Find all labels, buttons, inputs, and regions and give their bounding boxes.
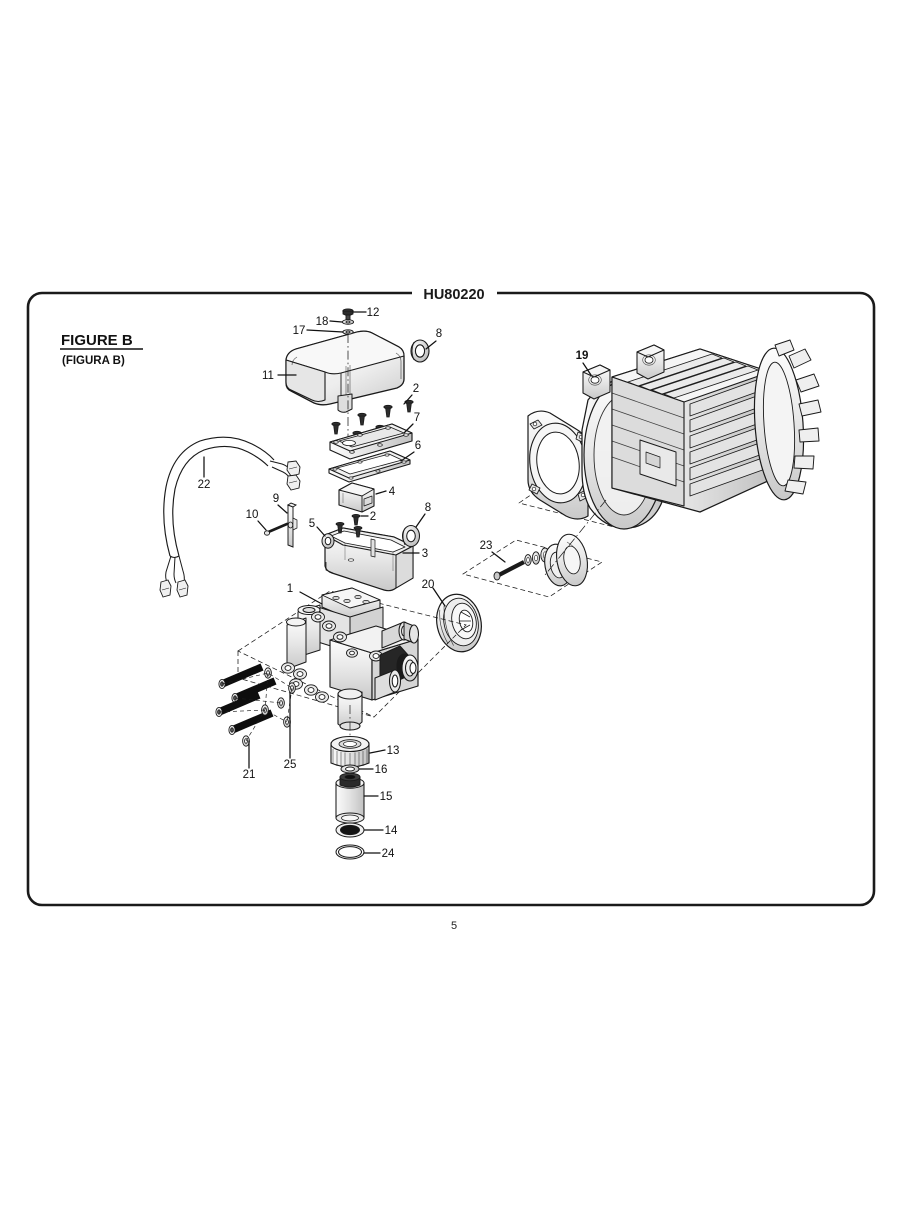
callout-5: 5 — [309, 518, 315, 530]
part-small-grommet — [321, 533, 335, 549]
callout-8a: 8 — [436, 328, 442, 340]
callout-2b: 2 — [370, 511, 376, 523]
part-shaft-hub-kit — [462, 533, 603, 598]
callout-23: 23 — [480, 540, 493, 552]
callout-11: 11 — [262, 370, 274, 382]
part-filter-cartridge — [335, 772, 365, 824]
callout-22: 22 — [198, 479, 211, 491]
callout-20: 20 — [422, 579, 435, 591]
callout-15: 15 — [380, 791, 393, 803]
callout-6: 6 — [415, 440, 421, 452]
callout-8b: 8 — [425, 502, 431, 514]
part-bushing-lower — [401, 524, 421, 548]
figure-frame — [26, 291, 876, 907]
part-filter-washer — [340, 764, 360, 774]
callout-2a: 2 — [413, 383, 419, 395]
page-number: 5 — [451, 920, 457, 932]
part-cover-plate — [329, 423, 413, 460]
callout-10: 10 — [246, 509, 259, 521]
part-long-bolts — [215, 663, 277, 736]
callout-25: 25 — [284, 759, 297, 771]
callout-12: 12 — [367, 307, 380, 319]
callout-14: 14 — [385, 825, 398, 837]
part-motor-cover — [285, 330, 405, 413]
part-o-ring-light — [335, 844, 365, 860]
part-pump-manifold — [281, 587, 420, 731]
part-filter-cap — [330, 735, 370, 768]
part-clip-bracket — [286, 502, 298, 548]
callout-21: 21 — [243, 769, 256, 781]
part-o-ring-dark — [335, 822, 365, 838]
callout-16: 16 — [375, 764, 388, 776]
callout-19: 19 — [576, 350, 589, 362]
callout-4: 4 — [389, 486, 396, 498]
figure-subtitle: (FIGURA B) — [62, 355, 125, 367]
part-pin — [263, 522, 289, 536]
figure-title: FIGURE B — [61, 332, 133, 349]
callout-17: 17 — [293, 325, 306, 337]
callout-18: 18 — [316, 316, 329, 328]
part-junction-box — [324, 527, 414, 592]
callout-labels: 1 2 2 3 4 5 6 7 8 8 9 10 11 12 13 14 15 … — [198, 307, 589, 860]
callout-24: 24 — [382, 848, 395, 860]
callout-3: 3 — [422, 548, 428, 560]
part-wire-harness — [159, 436, 301, 598]
model-number-title: HU80220 — [423, 287, 484, 303]
callout-13: 13 — [387, 745, 400, 757]
part-grommet-seal — [342, 329, 354, 335]
figure-title-block: FIGURE B (FIGURA B) — [60, 332, 143, 367]
callout-1: 1 — [287, 583, 293, 595]
callout-7: 7 — [414, 412, 420, 424]
part-pressure-switch — [338, 482, 375, 513]
part-bushing-upper — [410, 339, 430, 363]
part-gasket — [328, 450, 411, 483]
part-box-screws — [335, 514, 363, 538]
part-motor-assembly — [518, 339, 822, 530]
hub-kit-projection-box — [462, 539, 603, 598]
callout-9: 9 — [273, 493, 279, 505]
part-flat-washer — [341, 319, 355, 325]
callout-leader-lines — [203, 311, 592, 854]
